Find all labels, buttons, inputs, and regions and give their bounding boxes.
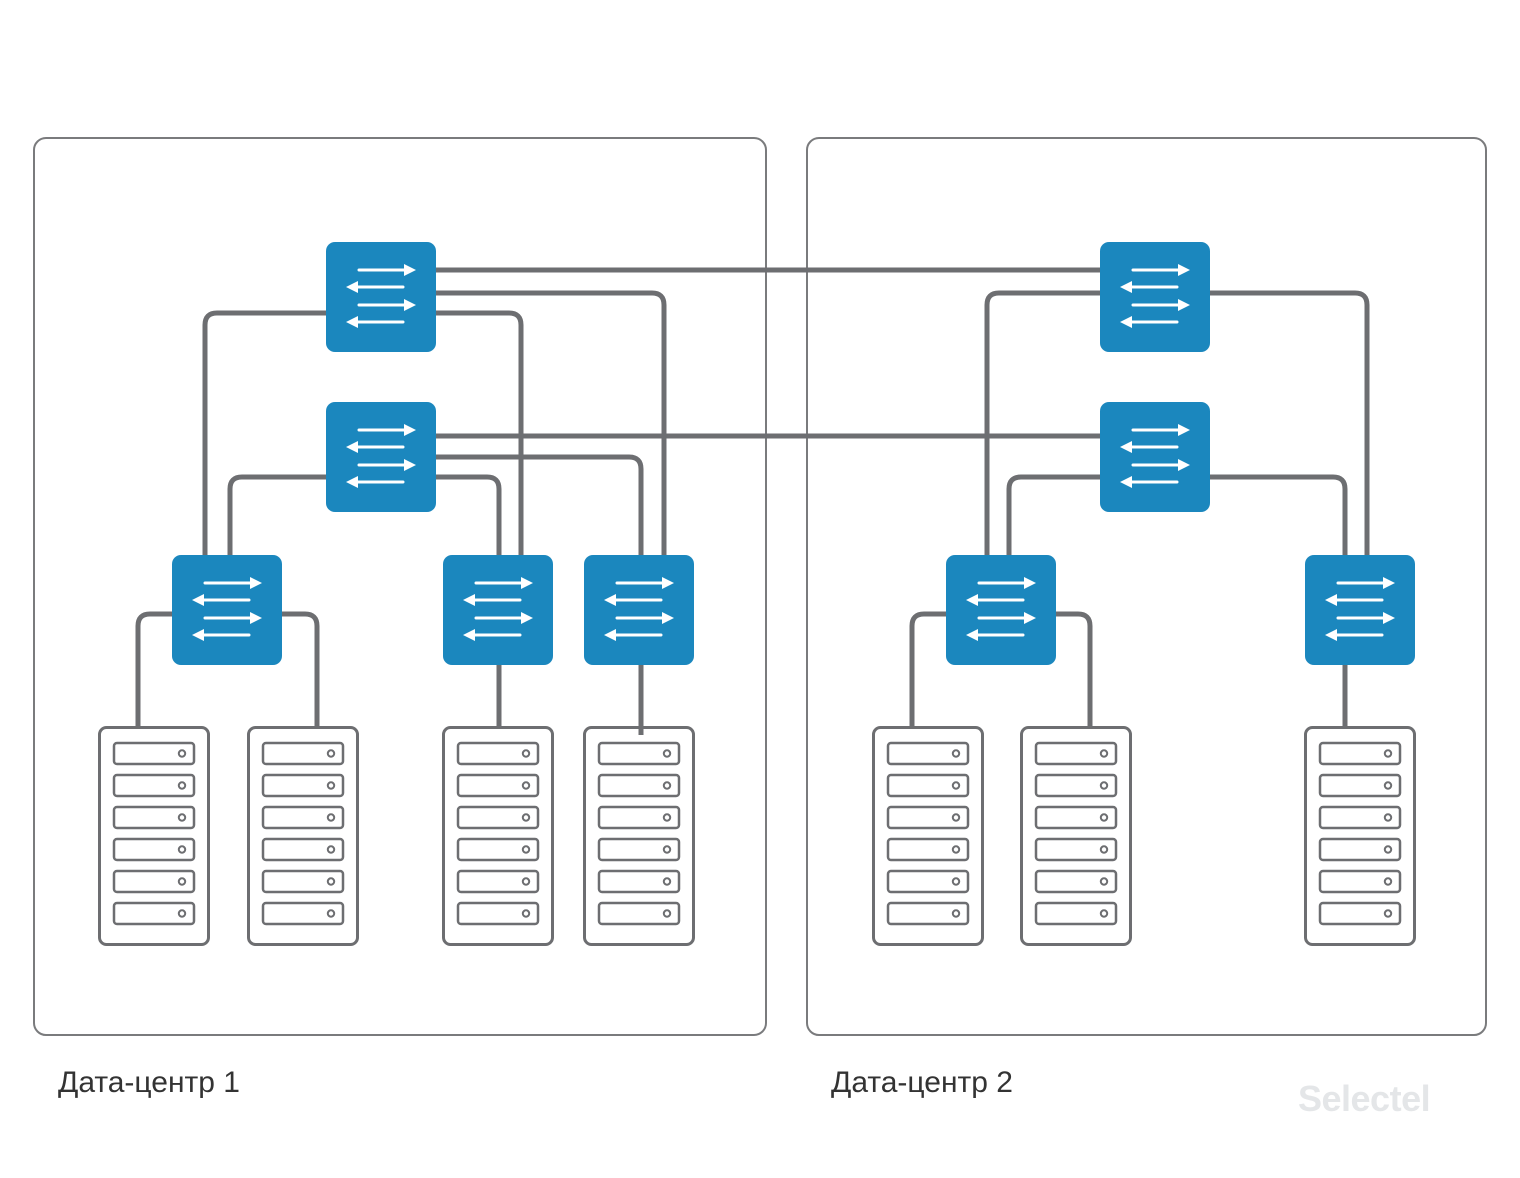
link-dc1-spine1-leaf2 [436,310,524,556]
datacenter-1-frame [33,137,767,1036]
server-rack-icon [98,726,210,946]
switch-arrows-icon [326,242,436,352]
switch-arrows-icon [1305,555,1415,665]
server-rack-icon [247,726,359,946]
switch-arrows-icon [1100,402,1210,512]
server-rack-icon [872,726,984,946]
link-dc2-spine2-leaf2 [1209,474,1348,556]
switch-arrows-icon [172,555,282,665]
switch-arrows-icon [443,555,553,665]
selectel-watermark-logo: Selectel [1298,1078,1431,1119]
servers [98,726,1416,946]
link-dc2-leaf1-server1 [909,611,947,726]
link-dc1-leaf1-server1 [135,611,174,726]
link-dc1-leaf1-server2 [281,611,320,726]
network-links [135,267,1370,735]
link-dc2-spine2-leaf1 [1006,474,1101,556]
switch-arrows-icon [946,555,1056,665]
link-dc1-spine2-leaf2 [436,474,502,556]
link-dc2-spine1-leaf1 [984,290,1101,556]
switches [172,242,1415,665]
link-dc2-leaf1-server2 [1055,611,1093,726]
link-dc2-spine1-leaf2 [1209,290,1370,556]
datacenter-1-label: Дата-центр 1 [58,1066,240,1099]
link-dc1-spine2-leaf1 [227,474,328,556]
datacenter-2-label: Дата-центр 2 [831,1066,1013,1099]
server-rack-icon [1020,726,1132,946]
server-rack-icon [1304,726,1416,946]
link-dc1-spine1-leaf1 [202,310,328,556]
datacenter-2-frame [806,137,1487,1036]
link-dc1-spine1-leaf3 [436,290,667,556]
server-rack-icon [442,726,554,946]
switch-arrows-icon [584,555,694,665]
switch-arrows-icon [326,402,436,512]
server-rack-icon [583,726,695,946]
switch-arrows-icon [1100,242,1210,352]
link-dc1-spine2-leaf3 [436,454,644,556]
